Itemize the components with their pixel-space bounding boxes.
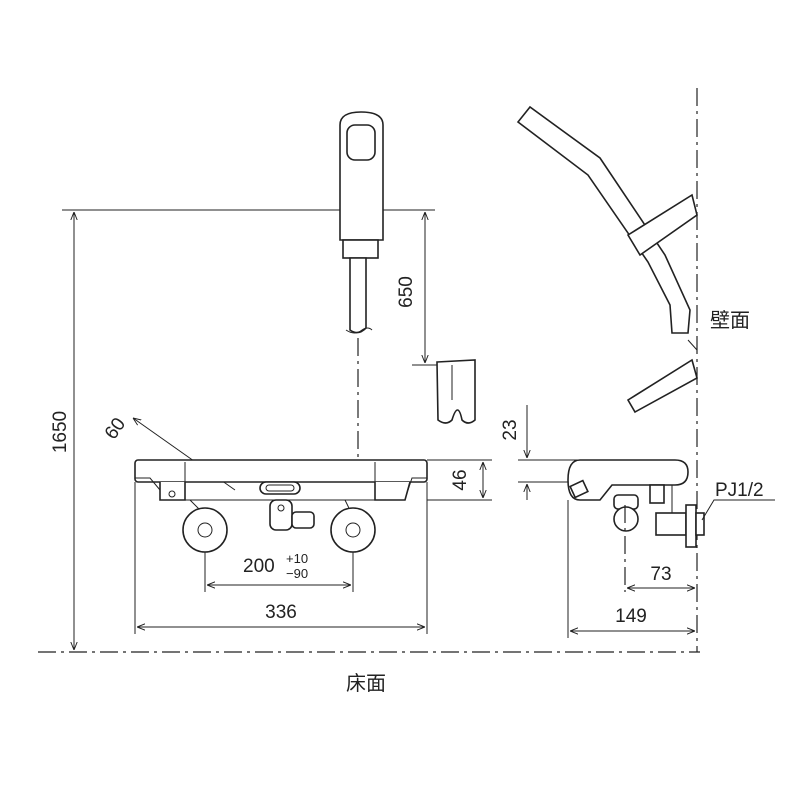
dim-200-label: 200 xyxy=(243,556,275,577)
pipe-thread-label: PJ1/2 xyxy=(715,480,764,501)
dim-149-label: 149 xyxy=(615,606,647,627)
dimension-336: 336 xyxy=(134,482,428,634)
dim-200-tol-plus: +10 xyxy=(286,551,308,566)
dim-23-label: 23 xyxy=(500,419,521,440)
dim-200-tol-minus: −90 xyxy=(286,566,308,581)
dim-336-label: 336 xyxy=(265,602,297,623)
pipe-thread-callout: PJ1/2 xyxy=(701,480,775,521)
dimension-650: 650 xyxy=(396,212,440,366)
dim-46-label: 46 xyxy=(450,469,471,490)
floor-label: 床面 xyxy=(346,672,386,695)
handle-right xyxy=(330,499,376,553)
hose-holder-front xyxy=(436,359,476,424)
dimension-73: 73 xyxy=(627,564,695,588)
dimension-23: 23 xyxy=(500,405,580,500)
dim-60-label: 60 xyxy=(101,414,130,443)
dim-1650-label: 1650 xyxy=(50,411,71,453)
dimension-46: 46 xyxy=(427,459,492,501)
dim-650-label: 650 xyxy=(396,276,417,308)
outlet-front xyxy=(269,499,315,531)
shower-handset-side xyxy=(516,105,698,414)
faucet-body-side xyxy=(567,459,705,592)
shower-handset-front xyxy=(339,111,384,334)
handle-left xyxy=(182,499,228,553)
dimension-200: 200 +10 −90 xyxy=(204,551,354,592)
dimension-149: 149 xyxy=(567,500,695,638)
wall-label: 壁面 xyxy=(710,309,750,332)
dim-73-label: 73 xyxy=(650,564,671,585)
faucet-body-front xyxy=(134,459,428,501)
